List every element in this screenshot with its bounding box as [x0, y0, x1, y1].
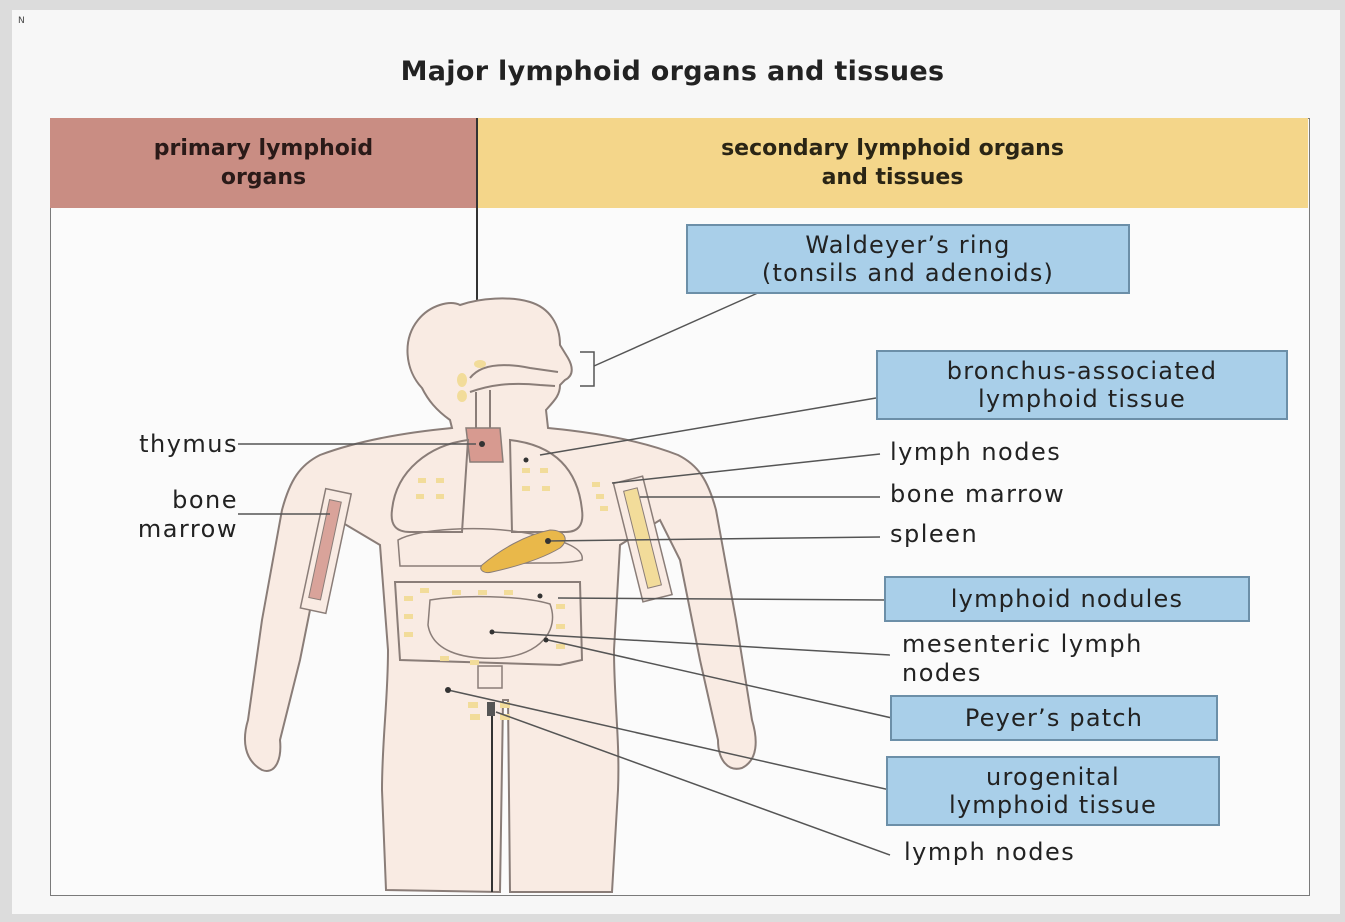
box-peyers-patch: Peyer’s patch	[890, 695, 1218, 741]
mesenteric-line-2: nodes	[902, 659, 1143, 688]
label-spleen: spleen	[890, 520, 978, 549]
balt-line-1: bronchus-associated	[947, 357, 1217, 385]
waldeyer-bracket	[580, 352, 594, 386]
box-lymphoid-nodules: lymphoid nodules	[884, 576, 1250, 622]
label-mesenteric: mesenteric lymph nodes	[902, 630, 1143, 688]
label-bone-marrow-left-line-1: bone	[88, 486, 238, 515]
box-waldeyers-ring: Waldeyer’s ring (tonsils and adenoids)	[686, 224, 1130, 294]
box-bronchus-associated: bronchus-associated lymphoid tissue	[876, 350, 1288, 420]
label-lymph-nodes-lower: lymph nodes	[904, 838, 1075, 867]
label-thymus: thymus	[88, 430, 238, 459]
urogenital-line-1: urogenital	[949, 763, 1157, 791]
urogenital-node	[487, 702, 495, 716]
tonsil-node	[457, 390, 467, 402]
box-urogenital: urogenital lymphoid tissue	[886, 756, 1220, 826]
balt-line-2: lymphoid tissue	[947, 385, 1217, 413]
label-bone-marrow-left: bone marrow	[88, 486, 238, 544]
waldeyer-line-2: (tonsils and adenoids)	[762, 259, 1054, 287]
tonsil-node	[457, 373, 467, 387]
tonsil-node	[474, 360, 486, 368]
urogenital-line-2: lymphoid tissue	[949, 791, 1157, 819]
label-bone-marrow-left-line-2: marrow	[88, 515, 238, 544]
mesenteric-line-1: mesenteric lymph	[902, 630, 1143, 659]
label-bone-marrow-right: bone marrow	[890, 480, 1065, 509]
waldeyer-line-1: Waldeyer’s ring	[762, 231, 1054, 259]
label-lymph-nodes-upper: lymph nodes	[890, 438, 1061, 467]
